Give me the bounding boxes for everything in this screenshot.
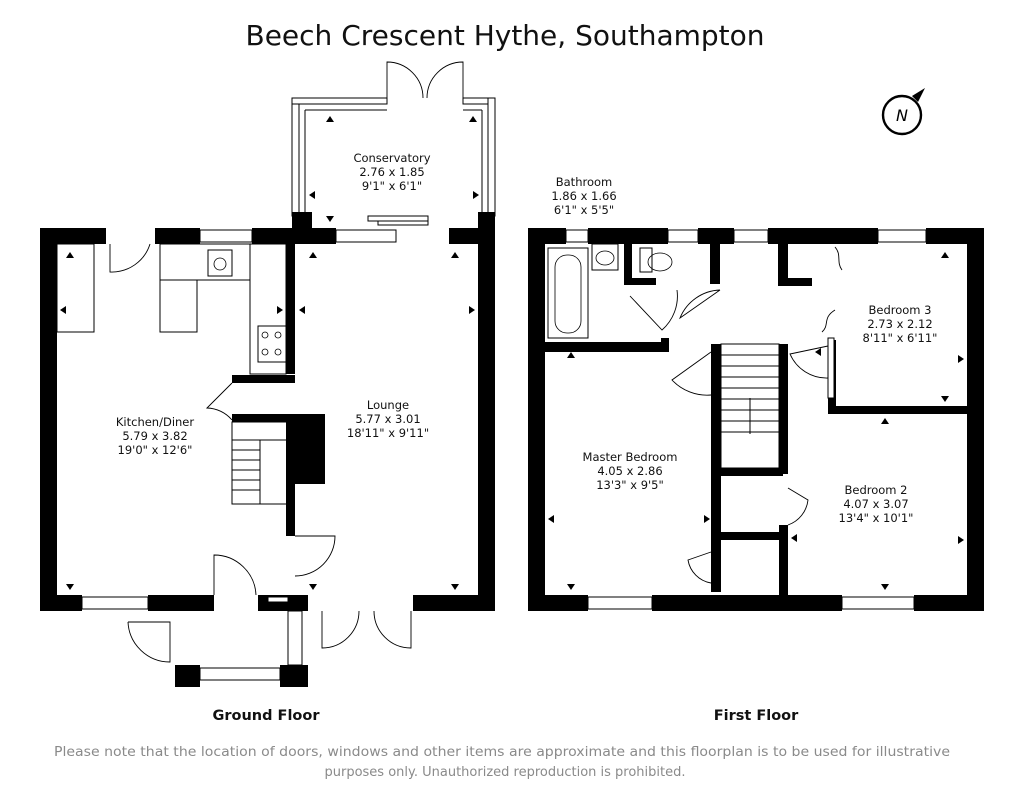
svg-text:5.77 x 3.01: 5.77 x 3.01 — [355, 412, 420, 426]
svg-text:4.05 x 2.86: 4.05 x 2.86 — [597, 464, 662, 478]
svg-text:Bedroom 2: Bedroom 2 — [845, 483, 908, 497]
svg-text:Master Bedroom: Master Bedroom — [583, 450, 678, 464]
svg-text:Conservatory: Conservatory — [353, 151, 430, 165]
room-label-conservatory: Conservatory 2.76 x 1.85 9'1" x 6'1" — [353, 151, 430, 193]
svg-text:Lounge: Lounge — [367, 398, 409, 412]
ground-floor-plan — [40, 61, 496, 687]
svg-text:4.07 x 3.07: 4.07 x 3.07 — [843, 497, 908, 511]
svg-text:6'1" x 5'5": 6'1" x 5'5" — [554, 203, 614, 217]
room-label-kitchen-diner: Kitchen/Diner 5.79 x 3.82 19'0" x 12'6" — [116, 415, 195, 457]
disclaimer-line-1: Please note that the location of doors, … — [54, 745, 950, 760]
room-label-bathroom: Bathroom 1.86 x 1.66 6'1" x 5'5" — [551, 175, 616, 217]
page-title: Beech Crescent Hythe, Southampton — [245, 19, 764, 52]
svg-text:Bathroom: Bathroom — [556, 175, 612, 189]
svg-text:8'11" x 6'11": 8'11" x 6'11" — [863, 331, 938, 345]
compass-letter: N — [896, 106, 908, 125]
svg-text:18'11" x 9'11": 18'11" x 9'11" — [347, 426, 429, 440]
room-label-lounge: Lounge 5.77 x 3.01 18'11" x 9'11" — [347, 398, 429, 440]
room-label-master-bedroom: Master Bedroom 4.05 x 2.86 13'3" x 9'5" — [583, 450, 678, 492]
svg-text:9'1" x 6'1": 9'1" x 6'1" — [362, 179, 422, 193]
first-floor-label: First Floor — [714, 708, 799, 724]
room-label-bedroom-2: Bedroom 2 4.07 x 3.07 13'4" x 10'1" — [839, 483, 914, 525]
ground-floor-label: Ground Floor — [212, 708, 320, 724]
disclaimer-line-2: purposes only. Unauthorized reproduction… — [324, 765, 685, 780]
svg-text:2.76 x 1.85: 2.76 x 1.85 — [359, 165, 424, 179]
svg-text:13'4" x 10'1": 13'4" x 10'1" — [839, 511, 914, 525]
first-floor-plan — [528, 228, 984, 611]
svg-text:Kitchen/Diner: Kitchen/Diner — [116, 415, 195, 429]
room-label-bedroom-3: Bedroom 3 2.73 x 2.12 8'11" x 6'11" — [863, 303, 938, 345]
svg-text:Bedroom 3: Bedroom 3 — [869, 303, 932, 317]
svg-text:13'3" x 9'5": 13'3" x 9'5" — [596, 478, 664, 492]
svg-text:2.73 x 2.12: 2.73 x 2.12 — [867, 317, 932, 331]
svg-text:19'0" x 12'6": 19'0" x 12'6" — [118, 443, 193, 457]
svg-text:1.86 x 1.66: 1.86 x 1.66 — [551, 189, 616, 203]
svg-text:5.79 x 3.82: 5.79 x 3.82 — [122, 429, 187, 443]
north-arrow-icon: N — [881, 88, 925, 136]
